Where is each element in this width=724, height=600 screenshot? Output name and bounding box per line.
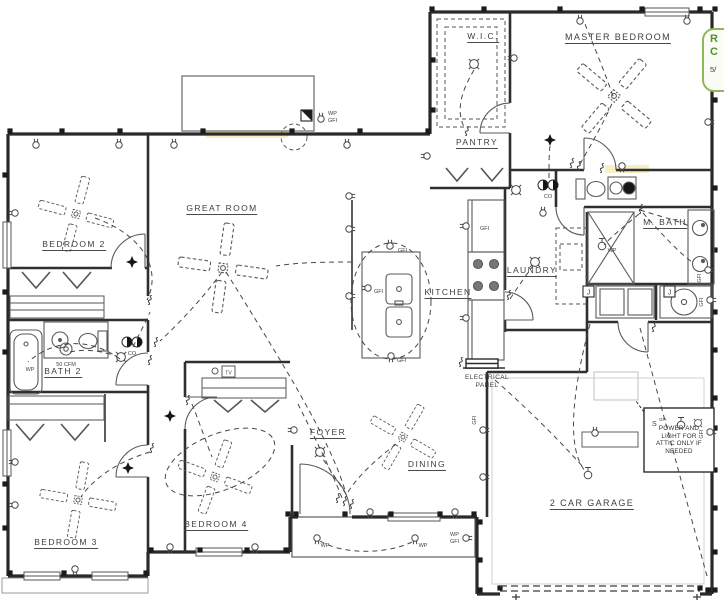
wp-label: WP xyxy=(608,248,617,254)
faint-outlines xyxy=(1,75,705,594)
gfi-label: GFI xyxy=(699,429,705,439)
mbath-door xyxy=(555,206,585,236)
front-door xyxy=(299,463,351,515)
wp-label: WP xyxy=(321,543,330,549)
wall-highlights xyxy=(206,130,649,173)
wp-gfi-label: WP xyxy=(328,111,337,117)
attic-note-text: POWER AND LIGHT FOR ATTIC ONLY IF NEEDED xyxy=(646,425,712,455)
kitchen-counter xyxy=(467,199,505,361)
wiring-runs xyxy=(27,23,709,581)
fan-bedroom3 xyxy=(33,455,123,545)
room-label-bath-2: BATH 2 xyxy=(44,366,82,378)
master-toilet xyxy=(575,178,606,200)
exterior-panel-symbol xyxy=(300,109,313,122)
bath2-door xyxy=(115,352,149,386)
attic-access-platform xyxy=(593,371,639,401)
gfi-label: GFI xyxy=(699,297,705,307)
wp-gfi-label: GFI xyxy=(450,539,460,545)
closets xyxy=(7,18,587,442)
room-label-m-bath: M. BATH xyxy=(643,217,687,229)
bedroom4-door xyxy=(184,396,218,430)
fan-great-room xyxy=(171,216,275,320)
room-label-garage: 2 CAR GARAGE xyxy=(549,498,635,510)
room-label-master-bedroom: MASTER BEDROOM xyxy=(564,32,672,44)
interior-walls xyxy=(8,12,712,552)
master-vanity xyxy=(607,176,637,200)
windows xyxy=(2,7,690,581)
electrical-panel-label: ELECTRICAL PANEL xyxy=(464,374,510,389)
laundry-door xyxy=(504,291,534,321)
fan-dining xyxy=(353,387,453,487)
gfi-label: GFI xyxy=(374,289,384,295)
room-label-laundry: LAUNDRY xyxy=(506,265,558,277)
electrical-panel-box xyxy=(465,358,499,369)
room-label-bedroom-2: BEDROOM 2 xyxy=(42,239,106,251)
room-label-foyer: FOYER xyxy=(309,427,347,439)
rear-patio xyxy=(1,577,149,594)
master-door xyxy=(583,137,617,171)
ceiling-fixture-circle xyxy=(280,123,308,151)
gfi-label: GFI xyxy=(397,358,407,364)
tv-phone-jacks xyxy=(211,365,236,378)
room-label-pantry: PANTRY xyxy=(455,137,499,149)
attic-note-line: NEEDED xyxy=(665,447,693,455)
attic-note-line: ATTIC ONLY IF xyxy=(656,440,702,448)
bedroom2-door xyxy=(110,233,146,269)
cfm-label: 50 CFM xyxy=(56,362,76,368)
attic-note-line: LIGHT FOR xyxy=(661,432,697,440)
bath2-toilet xyxy=(78,330,108,352)
gfi-label: GFI xyxy=(697,273,703,283)
stove xyxy=(467,251,505,301)
garage-liner xyxy=(491,377,705,585)
bath2-tub xyxy=(9,329,43,395)
junction-label: J xyxy=(668,290,672,297)
tv-label: TV xyxy=(225,371,232,377)
room-label-dining: DINING xyxy=(407,459,447,471)
garage-workbench xyxy=(581,431,639,448)
kitchen-island xyxy=(361,251,421,359)
attic-note-box xyxy=(635,400,715,473)
wp-label: WP xyxy=(419,543,428,549)
note-switch-label: S xyxy=(652,421,657,428)
special-switches xyxy=(122,134,556,474)
co-label: CO xyxy=(128,351,137,357)
wall-switches xyxy=(147,126,657,510)
room-label-wic: W.I.C. xyxy=(467,31,499,43)
bedroom3-door xyxy=(115,444,149,478)
fan-bedroom4 xyxy=(165,427,265,527)
bath2-vent-fan xyxy=(59,342,73,356)
room-label-bedroom-4: BEDROOM 4 xyxy=(184,519,248,531)
annotation-texts: 50 CFM CO CO WP WP WP WP GFI GFI GFI GFI… xyxy=(26,111,705,549)
badge-letter-r: R xyxy=(710,33,718,45)
fan-master xyxy=(550,32,678,160)
mbath-vanity2 xyxy=(687,209,715,285)
badge-letter-c: C xyxy=(710,46,718,58)
garage-door xyxy=(500,585,701,600)
junction-boxes xyxy=(582,285,676,298)
room-label-kitchen: KITCHEN xyxy=(424,287,472,299)
patio-bumpout xyxy=(181,75,315,132)
wp-label: WP xyxy=(26,367,35,373)
washer-dryer xyxy=(595,285,655,319)
doors xyxy=(110,102,649,515)
badge-date: 5/ xyxy=(710,65,717,74)
wic-door xyxy=(479,102,511,134)
co-label: CO xyxy=(544,194,553,200)
attic-note-line: POWER AND xyxy=(658,425,700,432)
thin-walls xyxy=(104,200,505,442)
room-label-bedroom-3: BEDROOM 3 xyxy=(34,537,98,549)
wp-gfi-label: WP xyxy=(450,532,459,538)
junction-label: J xyxy=(587,290,591,297)
gfi-label: GFI xyxy=(480,226,490,232)
note-gfi-label: GFI xyxy=(659,417,667,422)
gfi-label: GFI xyxy=(398,248,408,254)
room-label-great-room: GREAT ROOM xyxy=(186,203,258,215)
watermark-badge: R C 5/ xyxy=(702,28,724,92)
mbath-shower xyxy=(587,211,635,285)
gfi-label: GFI xyxy=(472,415,478,425)
garage-entry-door xyxy=(617,321,649,353)
wp-gfi-label: GFI xyxy=(328,118,338,124)
